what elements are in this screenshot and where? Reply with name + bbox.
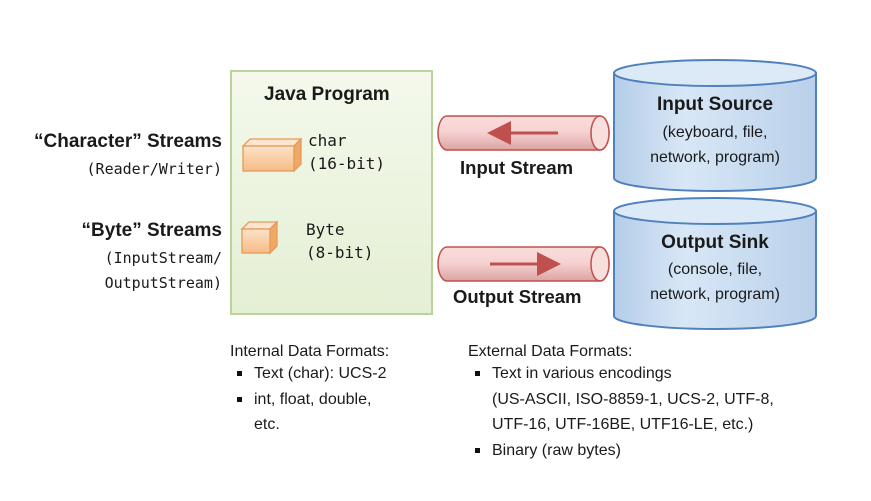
external-formats-list: Text in various encodings (US-ASCII, ISO… (468, 361, 774, 463)
external-format-item: Binary (raw bytes) (468, 438, 774, 464)
internal-formats-block: Internal Data Formats: Text (char): UCS-… (230, 343, 389, 438)
java-program-title: Java Program (264, 84, 390, 105)
output-stream-label: Output Stream (453, 286, 582, 307)
output-sink-title: Output Sink (661, 232, 769, 253)
external-format-text: Text in various encodings (492, 365, 672, 382)
byte-type-label: Byte (8-bit) (306, 220, 374, 262)
char-type-label: char (16-bit) (308, 131, 386, 173)
output-sink-line1: (console, file, (667, 261, 763, 278)
external-format-item: Text in various encodings (468, 361, 774, 387)
internal-formats-list: Text (char): UCS-2 int, float, double, e… (230, 361, 389, 438)
input-source-line2: network, program) (650, 149, 780, 166)
character-streams-sub: (Reader/Writer) (86, 160, 222, 178)
byte-streams-sub-line2: OutputStream) (104, 274, 222, 292)
java-program-box (230, 70, 433, 315)
external-format-continuation: UTF-16, UTF-16BE, UTF16-LE, etc.) (492, 416, 754, 433)
external-format-continuation: (US-ASCII, ISO-8859-1, UCS-2, UTF-8, (492, 390, 774, 408)
internal-format-text: int, float, double, (254, 390, 372, 408)
input-source-title: Input Source (656, 94, 774, 115)
internal-format-item: Text (char): UCS-2 (230, 361, 389, 387)
internal-format-continuation: etc. (254, 416, 280, 433)
external-formats-block: External Data Formats: Text in various e… (468, 343, 774, 463)
external-format-text: Binary (raw bytes) (492, 441, 621, 459)
byte-streams-title: “Byte” Streams (81, 220, 222, 241)
input-stream-label: Input Stream (460, 157, 574, 178)
external-formats-title: External Data Formats: (468, 343, 633, 360)
character-streams-title: “Character” Streams (34, 131, 222, 152)
internal-format-text: Text (char): UCS-2 (254, 365, 387, 382)
output-sink-cylinder (613, 197, 817, 330)
internal-formats-title: Internal Data Formats: (230, 343, 390, 360)
input-source-cylinder (613, 59, 817, 192)
byte-cube-icon (240, 220, 279, 255)
input-source-line1: (keyboard, file, (662, 124, 768, 141)
char-cube-icon (241, 137, 303, 173)
internal-format-item: int, float, double, (230, 387, 389, 413)
output-sink-line2: network, program) (650, 286, 780, 303)
byte-streams-sub-line1: (InputStream/ (104, 249, 222, 267)
